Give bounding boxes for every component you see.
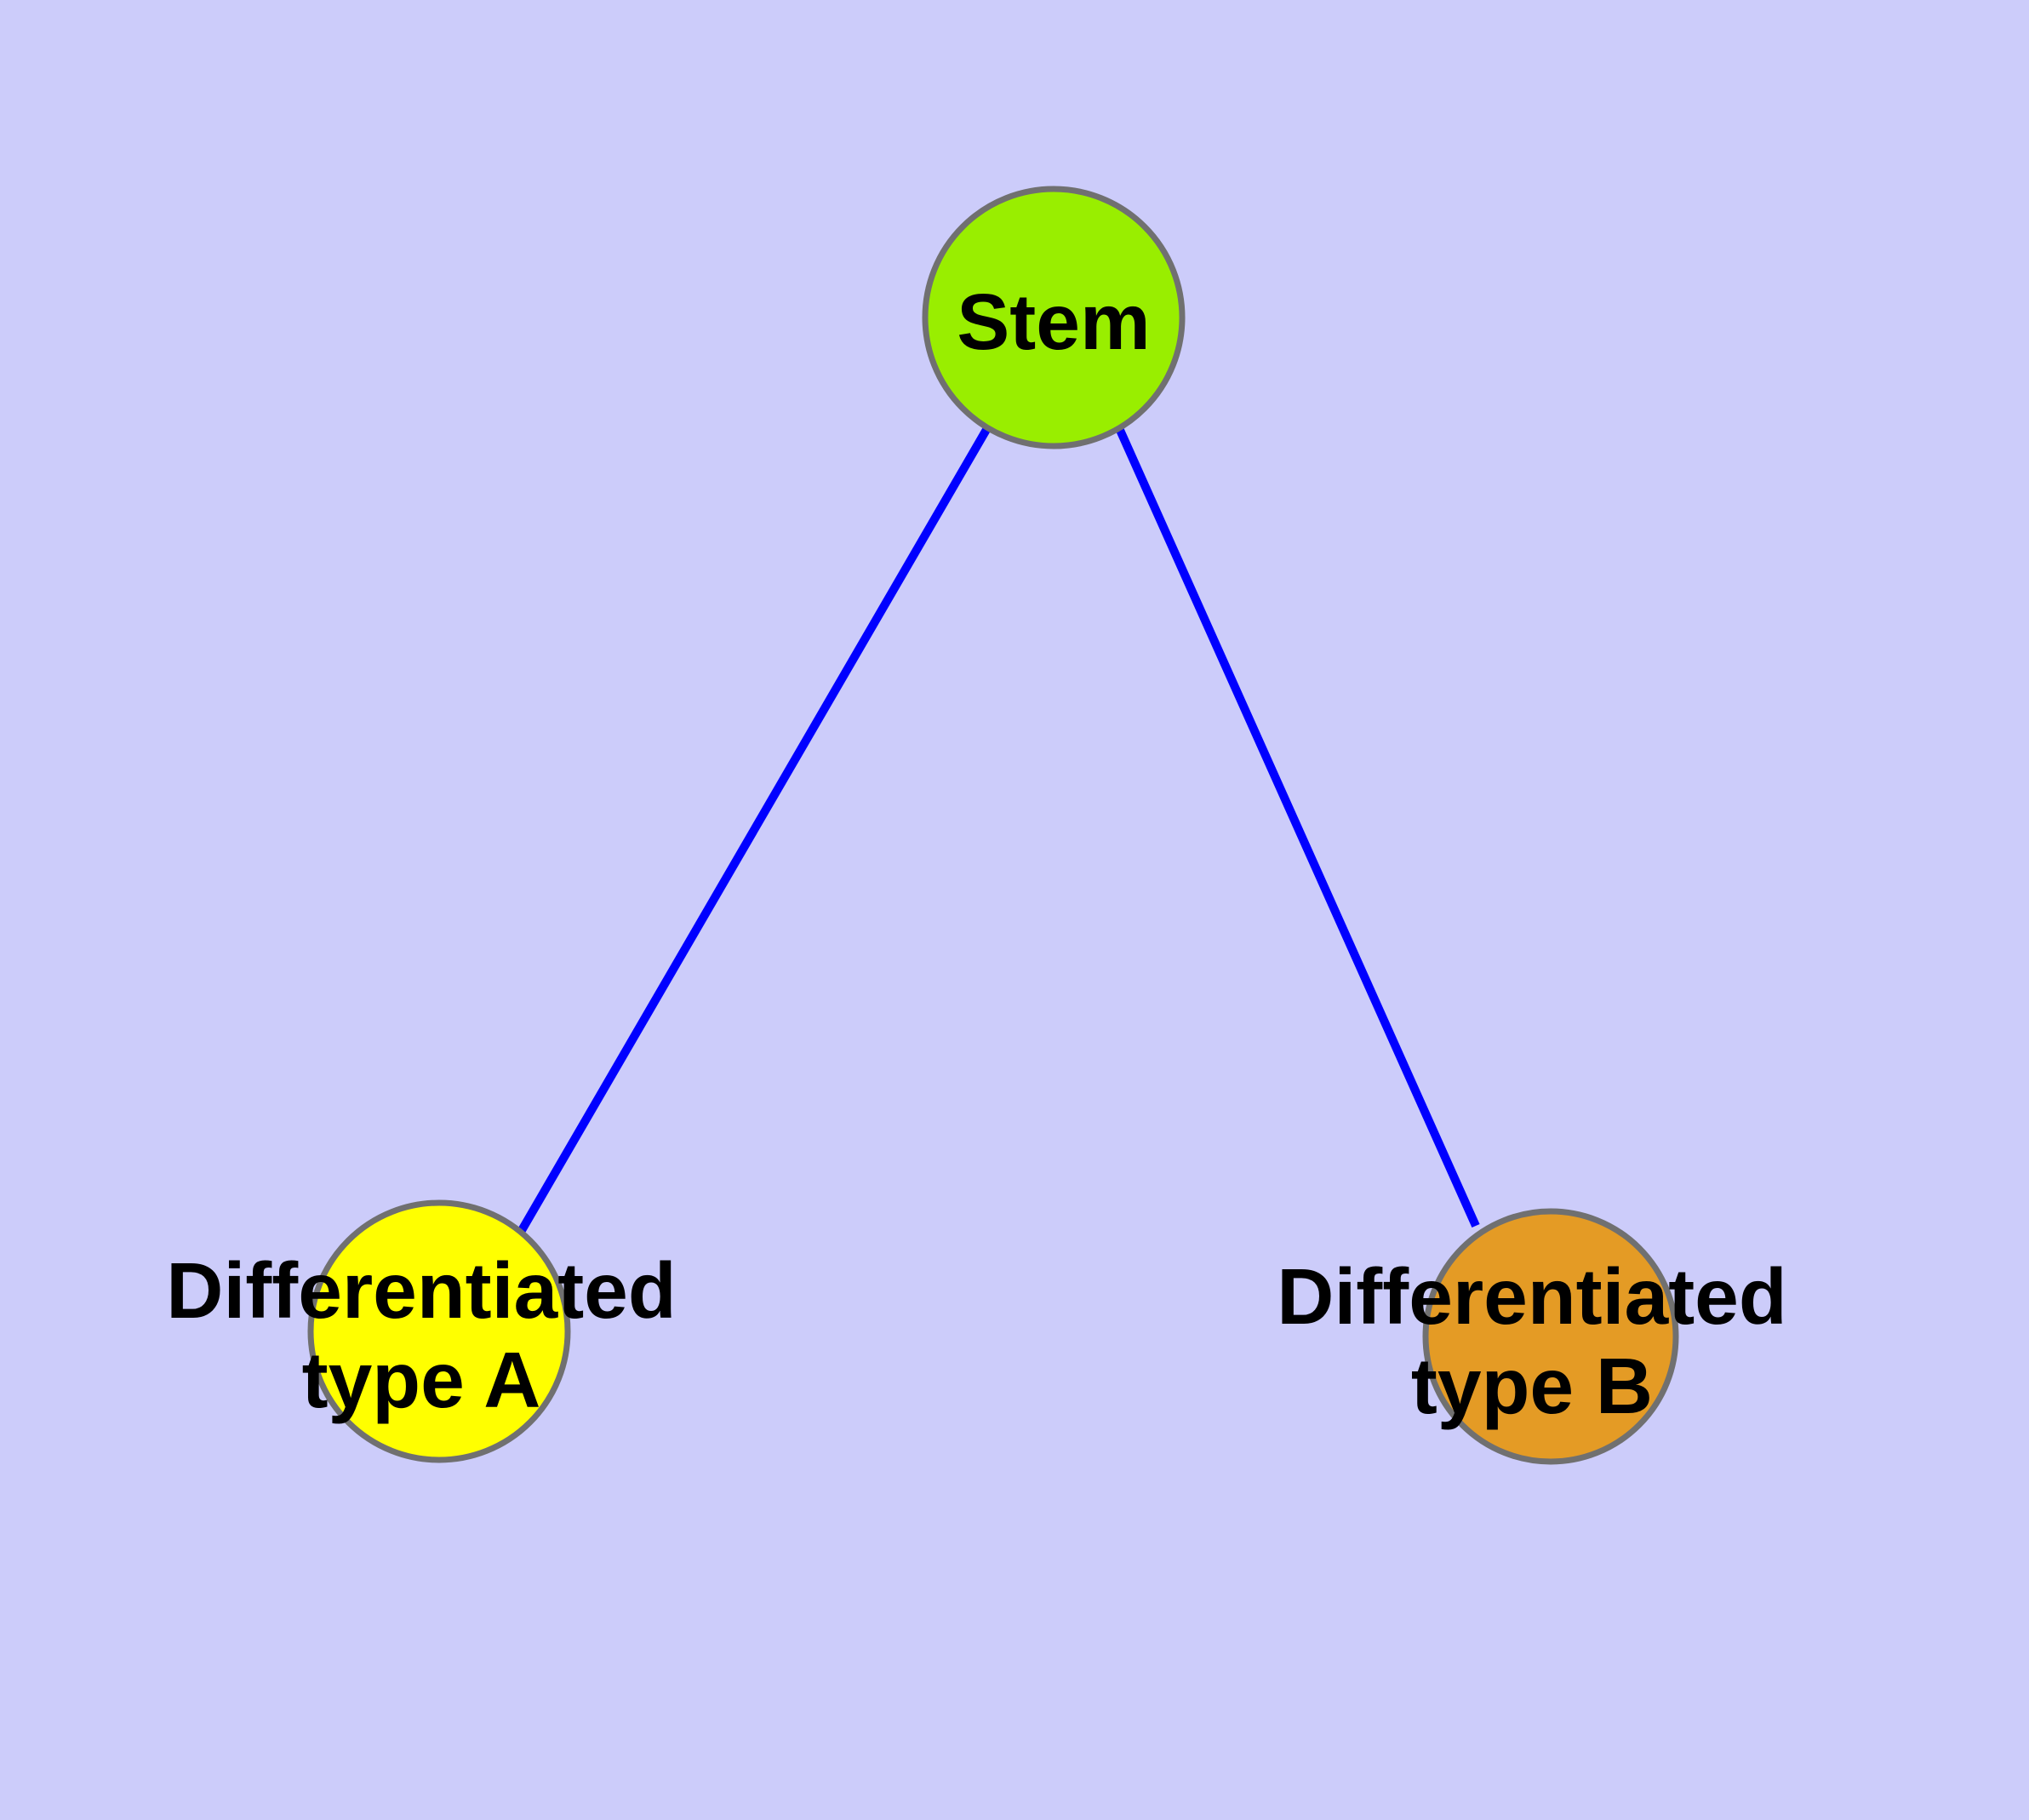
node-label-line: type B <box>1411 1342 1653 1430</box>
node-label-line: type A <box>302 1336 541 1424</box>
edge-stem-to-type-a[interactable] <box>517 426 992 1234</box>
node-differentiated-type-b[interactable] <box>1422 1208 1679 1465</box>
node-label-stem: Stem <box>957 278 1150 366</box>
node-differentiated-type-a[interactable] <box>307 1199 571 1463</box>
nodes-group <box>307 186 1679 1465</box>
node-label-line: Differentiated <box>1277 1252 1786 1341</box>
node-stem[interactable] <box>922 186 1186 449</box>
node-label-line: Differentiated <box>166 1246 676 1335</box>
edges-group <box>517 426 1480 1234</box>
node-label-line: Stem <box>957 278 1150 366</box>
edge-stem-to-type-b[interactable] <box>1115 426 1480 1228</box>
